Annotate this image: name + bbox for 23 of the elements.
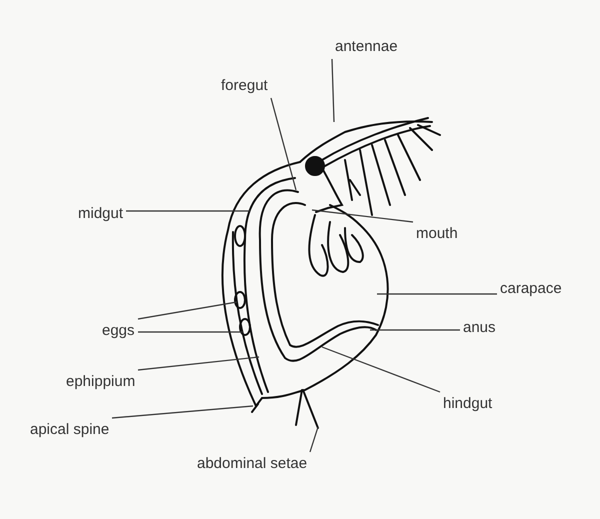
leader-line [377, 293, 497, 295]
part-label: carapace [500, 279, 562, 299]
leader-line [126, 210, 250, 212]
part-label: eggs [102, 321, 135, 341]
part-label: hindgut [443, 394, 492, 414]
leader-line [138, 331, 243, 333]
leader-line [270, 98, 297, 190]
leader-line [322, 346, 440, 393]
leader-line [112, 405, 254, 419]
leader-line [331, 58, 335, 122]
leader-line [370, 329, 460, 331]
leader-line [312, 209, 414, 223]
part-label: midgut [78, 204, 124, 224]
part-label: foregut [221, 76, 268, 96]
leader-line [138, 301, 238, 320]
part-label: antennae [335, 37, 398, 57]
leader-line [309, 426, 319, 452]
part-label: anus [463, 318, 496, 338]
part-label: abdominal setae [197, 454, 308, 474]
part-label: ephippium [66, 372, 136, 392]
leader-line [138, 356, 260, 371]
part-label: mouth [416, 224, 458, 244]
part-label: apical spine [30, 420, 110, 440]
